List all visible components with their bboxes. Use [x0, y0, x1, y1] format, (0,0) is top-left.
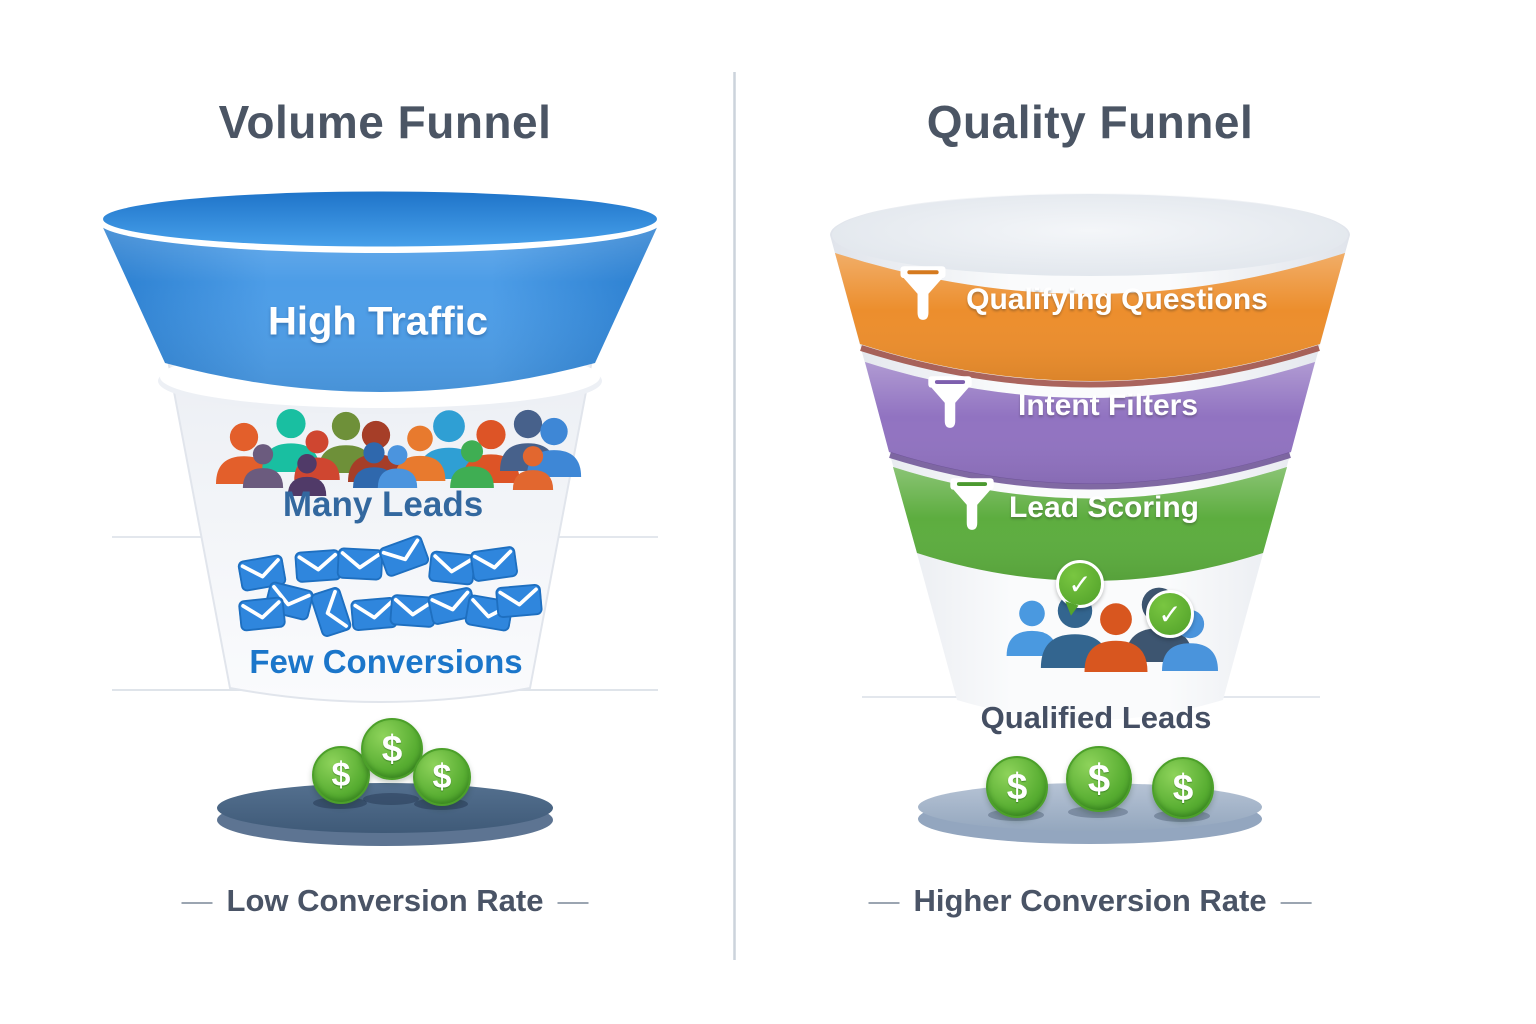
volume-funnel-title: Volume Funnel [218, 96, 552, 148]
check-glyph: ✓ [1158, 598, 1182, 630]
dollar-coin-icon: $ [986, 756, 1048, 818]
base-platform [217, 783, 553, 833]
caption-text: Higher Conversion Rate [913, 883, 1267, 918]
band-underline [889, 452, 1291, 490]
dollar-coin-icon: $ [312, 746, 370, 804]
band-sheen [835, 253, 1345, 381]
dollar-sign: $ [331, 755, 351, 794]
dollar-sign: $ [432, 757, 452, 796]
caption-dash: — [1280, 883, 1312, 918]
coin-shadow [363, 793, 419, 805]
stage-high-traffic: High Traffic [267, 299, 489, 344]
dollar-coin-icon: $ [1152, 757, 1214, 819]
check-glyph: ✓ [1068, 568, 1092, 600]
quality-caption: — Higher Conversion Rate — [868, 883, 1311, 919]
stage-few-conversions: Few Conversions [249, 643, 523, 680]
stage-qualified-leads: Qualified Leads [980, 700, 1212, 735]
dollar-coin-icon: $ [361, 718, 423, 780]
dollar-sign: $ [1172, 767, 1194, 808]
envelope-icon [336, 546, 384, 582]
dollar-coin-icon: $ [413, 748, 471, 806]
volume-caption: — Low Conversion Rate — [182, 883, 589, 919]
stage-qualifying-questions: Qualifying Questions [966, 283, 1268, 316]
dollar-sign: $ [381, 728, 403, 769]
dollar-sign: $ [1006, 766, 1028, 807]
caption-dash: — [181, 883, 213, 918]
envelope-icon [468, 544, 520, 584]
stage-lead-scoring: Lead Scoring [1008, 491, 1200, 524]
caption-dash: — [557, 883, 589, 918]
envelope-icon [494, 583, 544, 619]
envelope-icon [293, 548, 343, 584]
bowl-opening [103, 191, 657, 247]
dollar-sign: $ [1087, 756, 1111, 801]
funnel-opening [832, 194, 1348, 276]
quality-funnel-graphic [830, 193, 1350, 844]
checkmark-icon: ✓ [1146, 590, 1194, 638]
envelope-icon [427, 549, 477, 587]
stage-many-leads: Many Leads [282, 485, 484, 524]
dollar-coin-icon: $ [1066, 746, 1132, 812]
envelope-icon [237, 595, 287, 633]
stage-intent-filters: Intent Filters [1017, 389, 1199, 422]
volume-funnel-graphic [98, 191, 662, 846]
caption-dash: — [868, 883, 900, 918]
coin-shadow [1068, 806, 1128, 818]
band-sheen [865, 362, 1315, 484]
checkmark-icon: ✓ [1056, 560, 1104, 608]
quality-funnel-title: Quality Funnel [926, 96, 1254, 148]
band-sheen [893, 467, 1287, 581]
band-underline [860, 345, 1320, 388]
caption-text: Low Conversion Rate [226, 883, 544, 918]
